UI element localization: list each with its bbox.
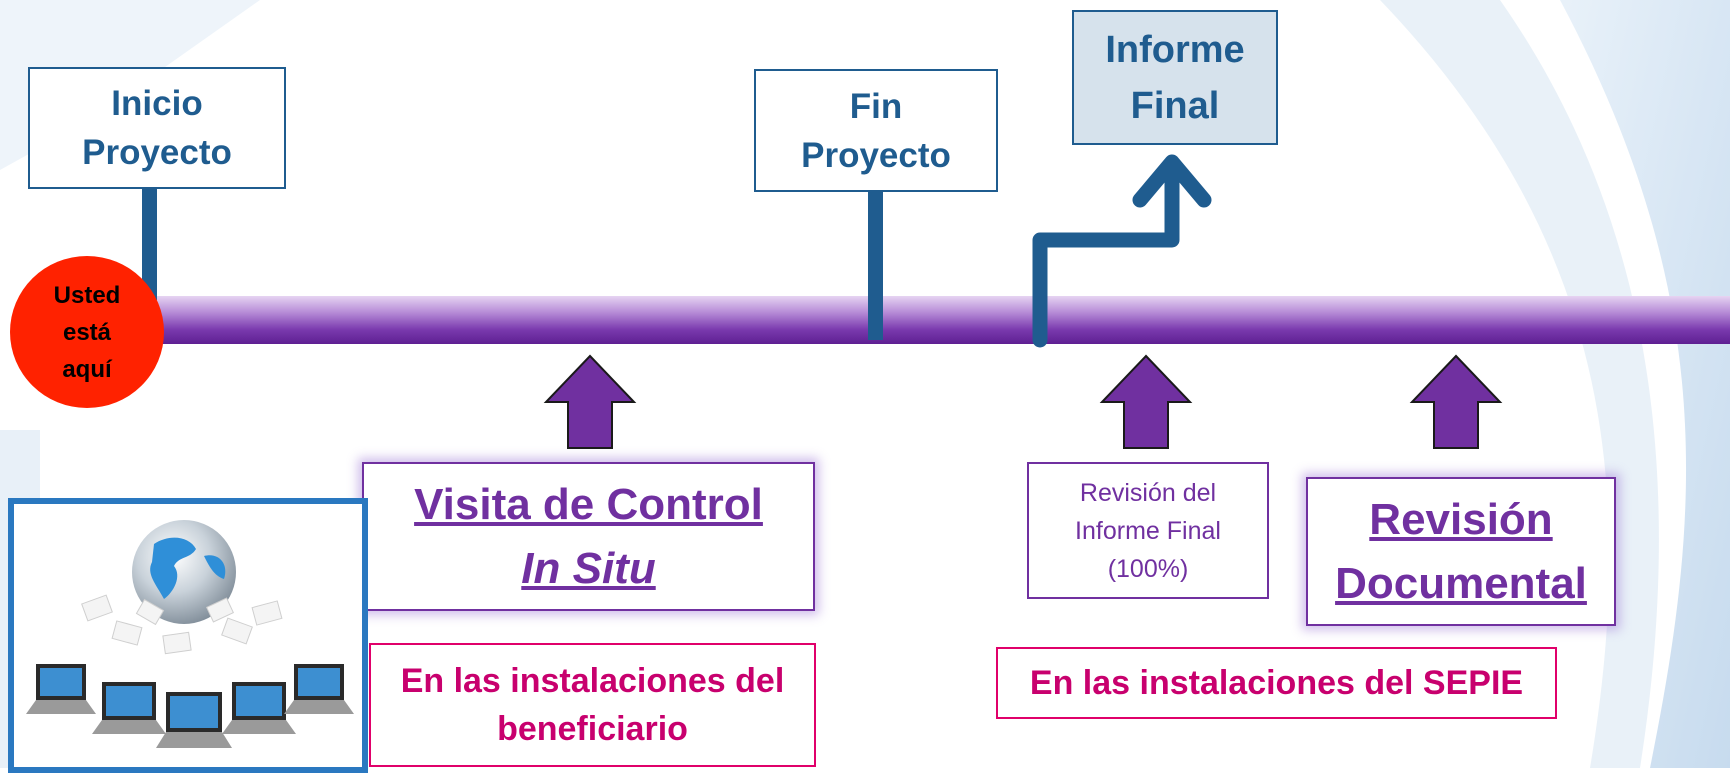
revision-doc-link-line-1[interactable]: Revisión — [1369, 494, 1553, 544]
fin-line-2: Proyecto — [801, 135, 951, 175]
informe-connector-arrow — [1032, 154, 1212, 348]
here-line-3: aquí — [62, 355, 112, 383]
sepie-line: En las instalaciones del SEPIE — [1029, 664, 1524, 702]
inicio-proyecto-box: Inicio Proyecto — [28, 67, 286, 189]
sepie-location-box: En las instalaciones del SEPIE — [996, 647, 1557, 719]
revision-doc-link-line-2[interactable]: Documental — [1335, 558, 1587, 608]
background-swoosh — [1560, 0, 1730, 768]
visita-link-line-1[interactable]: Visita de Control — [414, 479, 763, 529]
inicio-connector — [142, 188, 157, 300]
up-arrow-visita — [543, 354, 637, 449]
inicio-line-1: Inicio — [111, 84, 203, 123]
up-arrow-revision-informe — [1099, 354, 1193, 449]
revision-informe-line-3: (100%) — [1107, 554, 1189, 583]
here-line-2: está — [62, 318, 112, 346]
informe-line-1: Informe — [1105, 28, 1245, 71]
here-line-1: Usted — [53, 281, 121, 309]
revision-informe-line-2: Informe Final — [1075, 516, 1221, 545]
network-illustration — [8, 498, 368, 773]
flying-papers — [81, 594, 283, 655]
beneficiario-line-1: En las instalaciones del — [400, 662, 785, 700]
laptop-icons — [26, 664, 354, 748]
revision-informe-box: Revisión del Informe Final (100%) — [1027, 462, 1269, 599]
globe-continent — [150, 537, 196, 599]
usted-esta-aqui-marker: Usted está aquí — [10, 256, 164, 408]
informe-final-box: Informe Final — [1072, 10, 1278, 145]
visita-control-box[interactable]: Visita de Control In Situ — [362, 462, 815, 611]
up-arrow-revision-doc — [1409, 354, 1503, 449]
visita-link-line-2[interactable]: In Situ — [521, 543, 656, 593]
fin-proyecto-box: Fin Proyecto — [754, 69, 998, 192]
revision-documental-box[interactable]: Revisión Documental — [1306, 477, 1616, 626]
fin-line-1: Fin — [849, 86, 903, 126]
beneficiario-line-2: beneficiario — [497, 710, 688, 748]
timeline-bar — [60, 296, 1730, 344]
background-swoosh — [1380, 0, 1659, 768]
globe-continent — [204, 555, 226, 579]
revision-informe-line-1: Revisión del — [1079, 478, 1217, 507]
informe-line-2: Final — [1130, 84, 1220, 127]
beneficiario-location-box: En las instalaciones del beneficiario — [369, 643, 816, 767]
fin-connector — [868, 190, 883, 340]
inicio-line-2: Proyecto — [82, 133, 232, 172]
globe-laptops-image — [26, 520, 354, 748]
